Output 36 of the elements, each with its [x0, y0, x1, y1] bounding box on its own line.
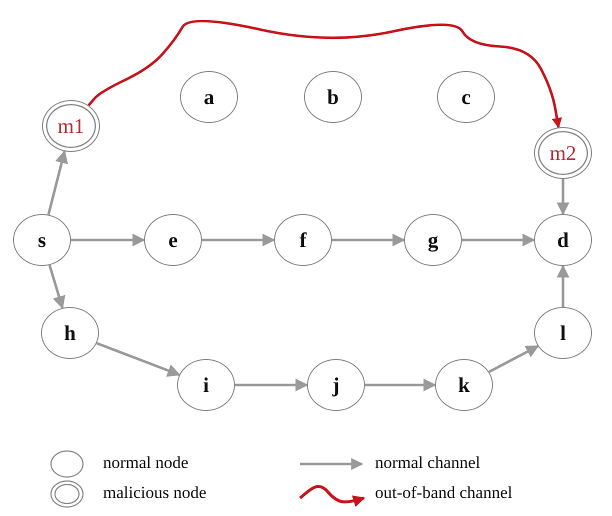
node-label: i	[203, 372, 209, 398]
node-label: j	[332, 372, 340, 398]
arrow	[556, 264, 570, 307]
node-label: m2	[550, 140, 576, 166]
arrow	[71, 234, 146, 246]
legend-text: out-of-band channel	[375, 483, 512, 503]
arrow	[47, 150, 68, 215]
legend-text: malicious node	[103, 483, 206, 503]
node-label: k	[458, 372, 470, 398]
arrow	[556, 179, 570, 216]
arrow	[488, 345, 540, 373]
node-label: c	[461, 84, 471, 110]
out-of-band-arrow	[88, 20, 562, 128]
node-label: f	[300, 228, 306, 252]
legend-text: normal node	[103, 453, 188, 473]
node-label: h	[64, 320, 76, 346]
legend-text: normal channel	[375, 453, 480, 473]
node-label: l	[560, 320, 566, 346]
network-node	[177, 359, 235, 411]
network-node	[534, 307, 592, 359]
node-label: a	[204, 84, 214, 110]
node-label: g	[428, 228, 438, 252]
arrow	[235, 378, 308, 392]
arrow	[48, 264, 66, 310]
node-label: e	[168, 228, 178, 252]
node-label: s	[38, 228, 46, 252]
arrow	[202, 234, 276, 246]
arrow	[96, 342, 181, 377]
arrow	[332, 234, 406, 246]
node-label: m1	[58, 114, 84, 138]
arrow	[365, 378, 436, 392]
arrow	[462, 234, 536, 246]
network-node	[435, 359, 493, 411]
node-label: d	[557, 228, 569, 252]
node-label: b	[327, 84, 339, 110]
network-node	[41, 307, 99, 359]
